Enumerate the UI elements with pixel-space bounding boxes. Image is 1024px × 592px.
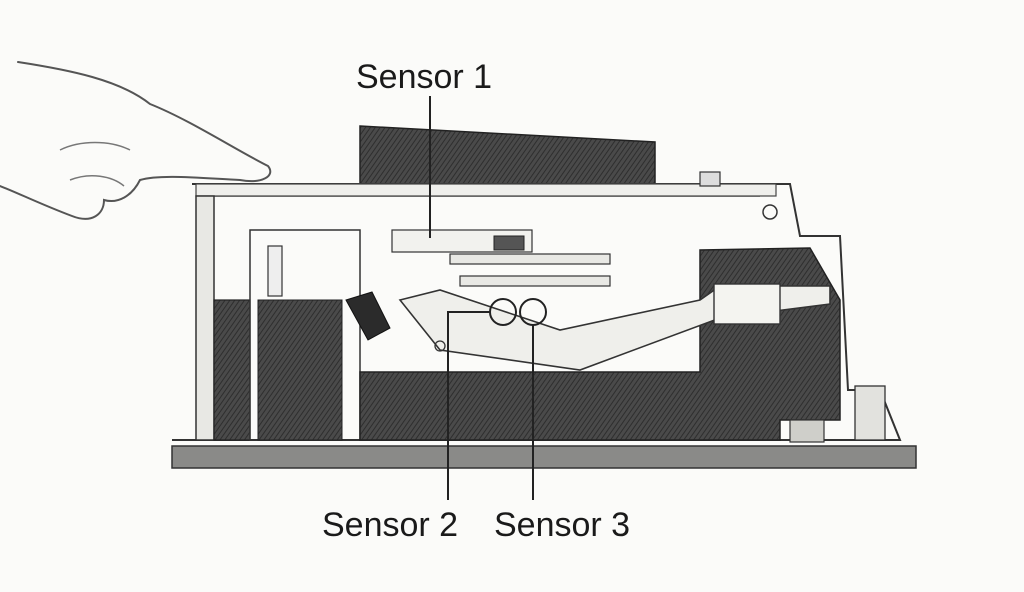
sensor-1-chip (493, 235, 525, 251)
left-chamber-fill (257, 299, 343, 441)
dark-wedge (345, 291, 391, 341)
top-right-nub (699, 171, 721, 187)
left-wall (195, 195, 215, 441)
sensor-1-label: Sensor 1 (356, 58, 493, 96)
sensor-3-label: Sensor 3 (494, 506, 631, 544)
sensor-2-label: Sensor 2 (322, 506, 459, 544)
lever-pin (434, 340, 446, 352)
hand-knuckle-line (59, 141, 131, 151)
pivot-hole (762, 204, 778, 220)
right-slider-block (713, 283, 781, 325)
right-end-block (854, 385, 886, 441)
middle-slider-rail (459, 275, 611, 287)
key-cap-block (359, 125, 656, 185)
housing-outline (172, 183, 902, 441)
housing-top-rail (195, 183, 777, 197)
upper-slider-rail (449, 253, 611, 265)
base-plate (171, 445, 917, 469)
left-post-dark (213, 299, 251, 441)
left-spring-post (267, 245, 283, 297)
sensor-2-leader (447, 311, 490, 500)
right-end-cap (789, 419, 825, 443)
hand-fold-line (69, 174, 125, 187)
pointing-hand (0, 61, 272, 220)
